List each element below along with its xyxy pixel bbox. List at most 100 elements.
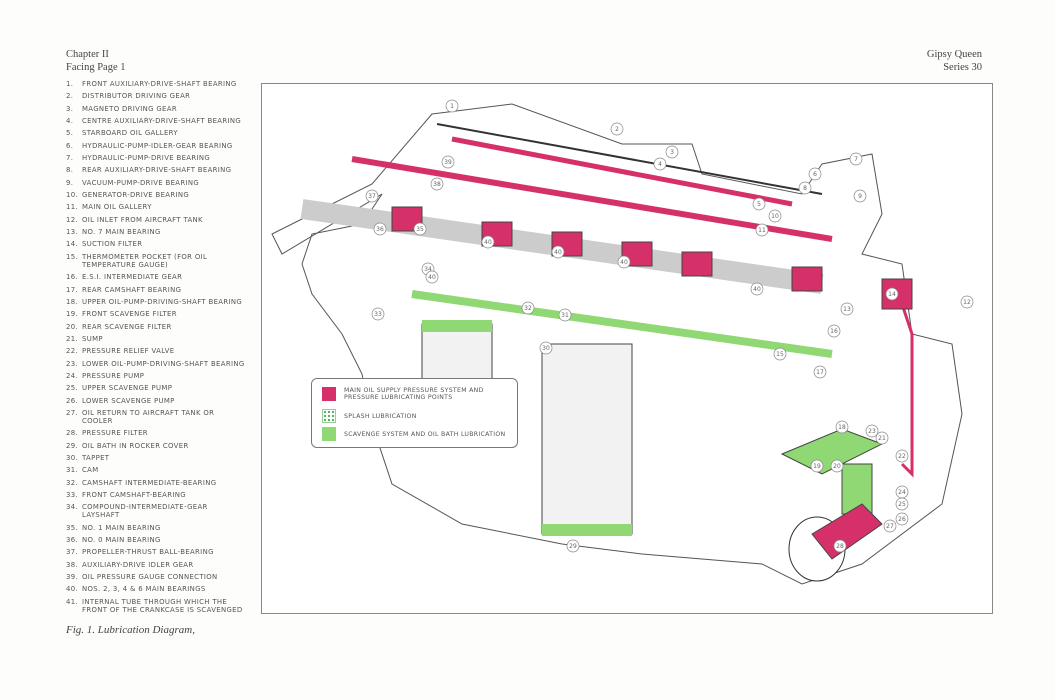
- svg-text:3: 3: [670, 149, 674, 156]
- chapter-label: Chapter II: [66, 49, 109, 60]
- key-item: 14.Suction filter: [66, 240, 246, 248]
- callout-11: 11: [755, 223, 769, 237]
- svg-text:38: 38: [433, 181, 441, 188]
- svg-text:17: 17: [816, 369, 824, 376]
- svg-text:37: 37: [368, 193, 376, 200]
- svg-text:33: 33: [374, 311, 382, 318]
- key-text: Oil inlet from aircraft tank: [82, 215, 203, 224]
- callout-23: 23: [865, 424, 879, 438]
- key-item: 12.Oil inlet from aircraft tank: [66, 216, 246, 224]
- svg-text:21: 21: [878, 435, 886, 442]
- key-number: 13.: [66, 228, 79, 237]
- callout-1: 1: [445, 99, 459, 113]
- key-number: 5.: [66, 129, 74, 138]
- key-item: 20.Rear scavenge filter: [66, 323, 246, 331]
- key-number: 39.: [66, 573, 79, 582]
- key-item: 23.Lower oil-pump-driving-shaft bearing: [66, 360, 246, 368]
- key-text: Lower oil-pump-driving-shaft bearing: [82, 359, 245, 368]
- key-text: Camshaft intermediate-bearing: [82, 478, 217, 487]
- callout-13: 13: [840, 302, 854, 316]
- callout-35: 35: [413, 222, 427, 236]
- key-item: 32.Camshaft intermediate-bearing: [66, 479, 246, 487]
- svg-text:28: 28: [836, 543, 844, 550]
- key-item: 7. Hydraulic-pump-drive bearing: [66, 154, 246, 162]
- key-text: Compound-intermediate-gear layshaft: [82, 503, 208, 520]
- front-cylinder-oil: [422, 320, 492, 332]
- key-number: 7.: [66, 154, 74, 163]
- legend-item-scavenge: SCAVENGE SYSTEM AND OIL BATH LUBRICATION: [322, 427, 514, 441]
- svg-text:8: 8: [803, 185, 807, 192]
- svg-text:20: 20: [833, 463, 841, 470]
- key-item: 26.Lower scavenge pump: [66, 397, 246, 405]
- key-text: Tappet: [82, 453, 110, 462]
- key-item: 9.Vacuum-pump-drive bearing: [66, 179, 246, 187]
- key-item: 10.Generator-drive bearing: [66, 191, 246, 199]
- callout-26: 26: [895, 512, 909, 526]
- callout-40: 40: [750, 282, 764, 296]
- key-number: 18.: [66, 297, 79, 306]
- svg-text:18: 18: [838, 424, 846, 431]
- key-item: 21.Sump: [66, 335, 246, 343]
- callout-22: 22: [895, 449, 909, 463]
- callout-40: 40: [551, 245, 565, 259]
- callout-40: 40: [481, 235, 495, 249]
- key-number: 16.: [66, 273, 79, 282]
- callout-21: 21: [875, 431, 889, 445]
- svg-text:25: 25: [898, 501, 906, 508]
- key-text: Rear scavenge filter: [82, 322, 172, 331]
- callout-37: 37: [365, 189, 379, 203]
- svg-text:26: 26: [898, 516, 906, 523]
- key-number: 19.: [66, 310, 79, 319]
- key-text: Hydraulic-pump-drive bearing: [82, 154, 211, 163]
- svg-text:40: 40: [484, 239, 492, 246]
- callout-2: 2: [610, 122, 624, 136]
- key-number: 24.: [66, 371, 79, 380]
- scavenge-swatch: [322, 427, 336, 441]
- key-number: 21.: [66, 334, 79, 343]
- key-number: 25.: [66, 384, 79, 393]
- svg-text:39: 39: [444, 159, 452, 166]
- key-text: Nos. 2, 3, 4 & 6 main bearings: [82, 585, 206, 594]
- key-item: 40.Nos. 2, 3, 4 & 6 main bearings: [66, 585, 246, 593]
- cylinder: [541, 343, 633, 535]
- callout-12: 12: [960, 295, 974, 309]
- svg-text:1: 1: [450, 103, 454, 110]
- key-text: Pressure pump: [82, 371, 145, 380]
- svg-text:2: 2: [615, 126, 619, 133]
- key-text: Magneto driving gear: [82, 104, 177, 113]
- key-item: 37.Propeller-thrust ball-bearing: [66, 548, 246, 556]
- key-text: Starboard oil gallery: [82, 129, 178, 138]
- key-text: Front auxiliary-drive-shaft bearing: [82, 80, 237, 88]
- key-number: 6.: [66, 141, 74, 150]
- key-number: 1.: [66, 80, 74, 88]
- key-item: 18.Upper oil-pump-driving-shaft bearing: [66, 298, 246, 306]
- engine-name: Gipsy Queen: [926, 49, 982, 60]
- key-text: Hydraulic-pump-idler-gear bearing: [82, 141, 233, 150]
- callout-16: 16: [827, 324, 841, 338]
- svg-text:13: 13: [843, 306, 851, 313]
- callout-5: 5: [752, 197, 766, 211]
- svg-text:40: 40: [554, 249, 562, 256]
- svg-text:32: 32: [524, 305, 532, 312]
- key-item: 8.Rear auxiliary-drive-shaft bearing: [66, 166, 246, 174]
- key-text: No. 7 main bearing: [82, 228, 161, 237]
- svg-text:40: 40: [428, 274, 436, 281]
- svg-text:16: 16: [830, 328, 838, 335]
- key-item: 39.Oil pressure gauge connection: [66, 573, 246, 581]
- key-number: 41.: [66, 597, 79, 606]
- key-number: 27.: [66, 408, 79, 417]
- svg-text:9: 9: [858, 193, 862, 200]
- svg-text:12: 12: [963, 299, 971, 306]
- rocker-oil-bath: [542, 524, 632, 536]
- callout-9: 9: [853, 189, 867, 203]
- key-item: 16.E.S.I. intermediate gear: [66, 273, 246, 281]
- key-item: 11.Main oil gallery: [66, 203, 246, 211]
- svg-text:24: 24: [898, 489, 906, 496]
- callout-28: 28: [833, 539, 847, 553]
- key-text: Distributor driving gear: [82, 92, 191, 101]
- key-text: Oil return to aircraft tank or cooler: [82, 408, 215, 425]
- key-number: 9.: [66, 178, 74, 187]
